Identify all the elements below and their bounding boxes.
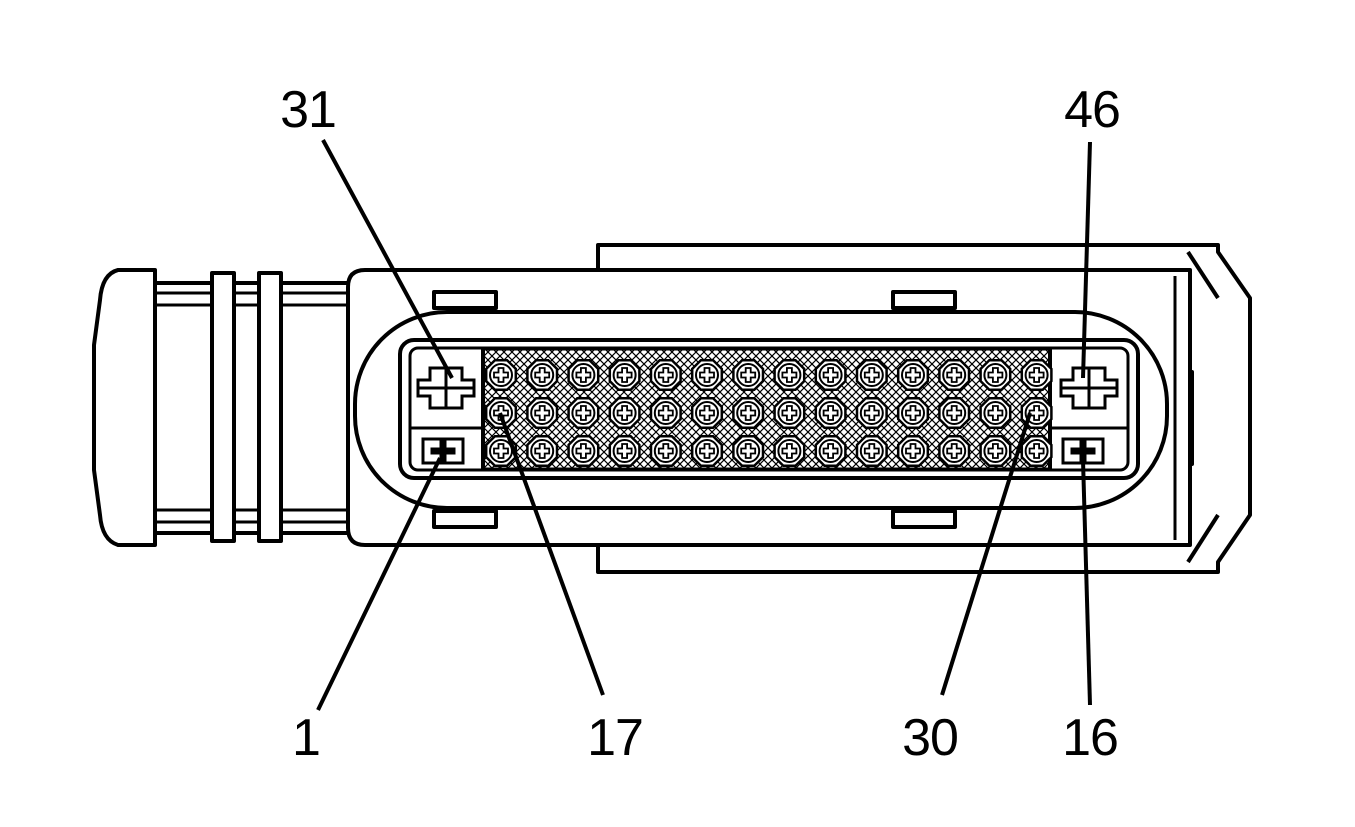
pin-label-31: 31 (280, 81, 337, 139)
pin-cavity (526, 434, 559, 468)
band-2 (257, 271, 283, 543)
pin-label-46: 46 (1064, 81, 1121, 139)
pin-cavity (814, 396, 847, 430)
pin-cavity (1020, 434, 1053, 468)
latch-slot (891, 290, 957, 310)
leader-30 (940, 412, 1032, 696)
pin-cavity (938, 358, 971, 392)
latch-slot (432, 509, 498, 529)
pin-cavity (608, 396, 641, 430)
pin-cavity (484, 358, 518, 392)
boot-end (92, 268, 157, 547)
band-1 (210, 271, 236, 543)
latch-slot (891, 509, 957, 529)
leader-46 (1081, 141, 1092, 379)
leader-31 (321, 139, 454, 379)
pin-cavity (526, 358, 559, 392)
pin-cavity (814, 358, 847, 392)
pin-cavity (773, 358, 806, 392)
pin-cavity (526, 396, 559, 430)
pin-cavity (938, 396, 971, 430)
pin-cavity (979, 434, 1012, 468)
pin-cavity (567, 396, 600, 430)
pin-cavity (732, 358, 765, 392)
pin-cavity (855, 434, 888, 468)
latch-slot (432, 290, 498, 310)
cavity-grid (484, 358, 1053, 468)
pin-cavity (1020, 358, 1053, 392)
pin-cavity (608, 358, 641, 392)
pin-cavity (567, 358, 600, 392)
pin-cavity (732, 434, 765, 468)
shell-inner-edge (1186, 250, 1220, 300)
pin-label-17: 17 (587, 709, 644, 767)
pin-label-1: 1 (292, 709, 321, 767)
pin-cavity (608, 434, 641, 468)
pin-cavity (649, 434, 682, 468)
small-pin (1061, 437, 1105, 465)
shell-inner-edge (1186, 513, 1220, 564)
end-pins (416, 366, 1119, 465)
pin-cavity (690, 396, 724, 430)
pin-cavity (855, 396, 888, 430)
pin-cavity (567, 434, 600, 468)
small-pin (421, 437, 465, 465)
pin-cavity (732, 396, 765, 430)
power-terminal (1059, 366, 1119, 410)
pin-label-16: 16 (1062, 709, 1119, 767)
pin-cavity (938, 434, 971, 468)
pin-cavity (649, 396, 682, 430)
leader-1 (316, 457, 442, 711)
pin-cavity (690, 434, 724, 468)
pin-cavity (649, 358, 682, 392)
pin-label-30: 30 (902, 709, 959, 767)
wire-sleeve (153, 281, 352, 535)
pin-cavity (773, 434, 806, 468)
pin-cavity (690, 358, 724, 392)
leader-16 (1081, 459, 1092, 706)
pin-cavity (814, 434, 847, 468)
pin-cavity (979, 358, 1012, 392)
pin-cavity (979, 396, 1012, 430)
pin-cavity (896, 434, 930, 468)
leader-17 (498, 412, 605, 696)
pin-cavity (896, 358, 930, 392)
pin-cavity (855, 358, 888, 392)
power-terminal (416, 366, 476, 410)
pin-cavity (896, 396, 930, 430)
pin-cavity (773, 396, 806, 430)
